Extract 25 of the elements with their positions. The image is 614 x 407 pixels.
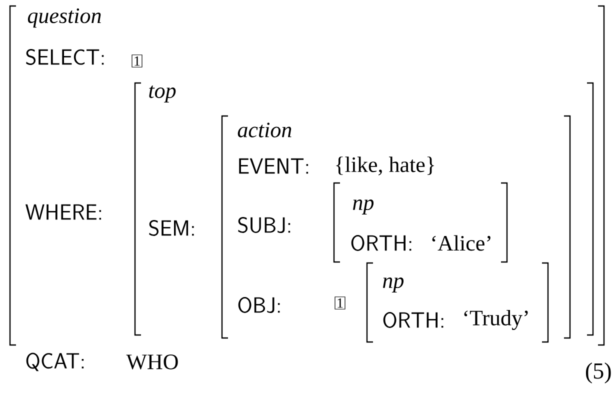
avm-matrix — [333, 182, 508, 263]
type-label: action — [238, 122, 292, 138]
avm-matrix — [221, 115, 571, 339]
feature-name: SUBJ: — [238, 217, 290, 233]
avm-matrix — [134, 82, 594, 336]
feature-value: {like, hate} — [336, 156, 434, 176]
tag-box: 1 — [132, 54, 142, 68]
equation-number: (5) — [586, 362, 611, 384]
feature-name: SELECT: — [26, 49, 104, 65]
feature-value: ‘Alice’ — [432, 235, 490, 251]
feature-value: ‘Trudy’ — [464, 310, 528, 330]
feature-name: SEM: — [149, 220, 194, 236]
type-label: top — [149, 85, 176, 103]
feature-value: WHO — [126, 354, 178, 370]
feature-name: EVENT: — [239, 158, 308, 174]
feature-name: QCAT: — [26, 352, 84, 372]
type-label: np — [382, 277, 404, 293]
type-label: question — [28, 8, 101, 28]
feature-name: ORTH: — [351, 235, 412, 251]
tag-box: 1 — [334, 296, 346, 310]
feature-name: ORTH: — [383, 312, 444, 328]
feature-name: OBJ: — [238, 297, 280, 313]
feature-name: WHERE: — [26, 204, 102, 220]
avm-matrix — [366, 262, 549, 343]
type-label: np — [352, 199, 374, 215]
